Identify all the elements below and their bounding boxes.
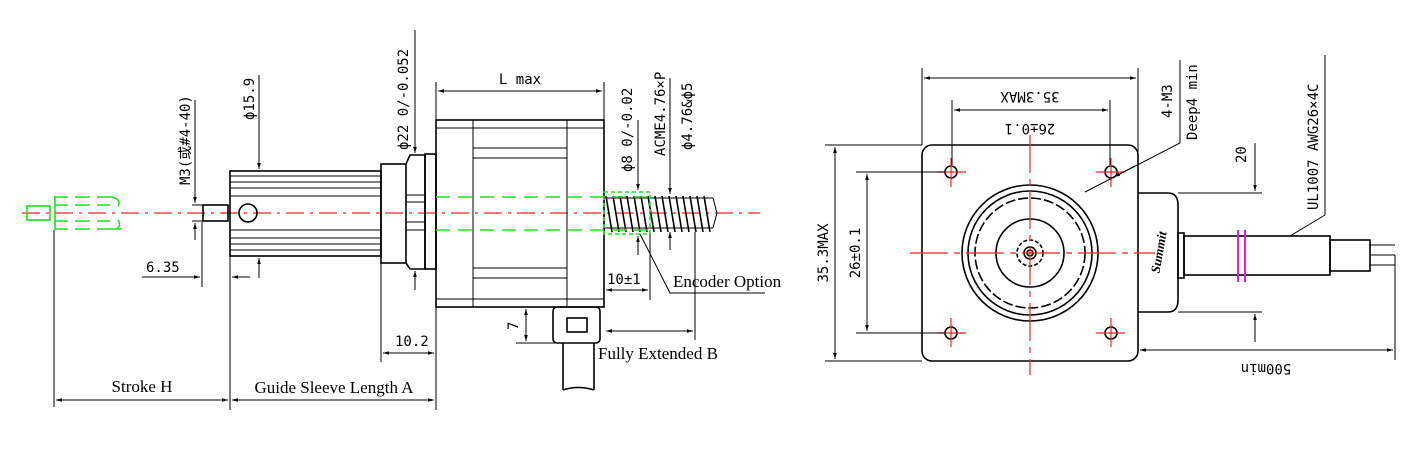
dimension-label: ϕ22 0/-0.052	[396, 49, 412, 150]
dimension-height-35-3: 35.3MAX	[816, 144, 922, 362]
encoder-option-ghost	[436, 191, 651, 235]
dimension-label: ACME4.76×P	[653, 72, 669, 156]
dimension-phi22: ϕ22 0/-0.052	[396, 30, 417, 290]
dimension-label: 10.2	[395, 334, 429, 350]
dimension-label: 6.35	[146, 260, 180, 276]
dimension-label: 35.3MAX	[816, 223, 832, 283]
dimension-hole-spacing-left: 26±0.1	[848, 171, 945, 334]
cable-connector: Summit	[1138, 192, 1395, 313]
dimension-label: 20	[1234, 146, 1250, 163]
lead-screw	[604, 195, 718, 233]
dimension-label: 500min	[1241, 360, 1292, 376]
dimension-l-max: L max	[435, 72, 605, 120]
dimension-label: 26±0.1	[1005, 120, 1056, 136]
dimension-label: 10±1	[607, 272, 641, 288]
brand-logo: Summit	[1148, 230, 1170, 274]
side-view: L max ϕ22 0/-0.052 ϕ15.9 M3(或#4-40) 6.35	[22, 30, 782, 410]
cable-spec-callout: UL1007 AWG26×4C	[1289, 55, 1326, 237]
callout-label: 4-M3	[1160, 84, 1176, 118]
front-centerlines	[910, 135, 1155, 375]
callout-label: Encoder Option	[673, 272, 782, 291]
dimension-label: 35.3MAX	[1000, 88, 1060, 104]
dimension-6-35: 6.35	[142, 222, 250, 410]
dimension-connector-20: 20	[1178, 143, 1262, 342]
dimension-label: 7	[506, 322, 522, 330]
dimension-label: ϕ4.76&ϕ5	[680, 83, 696, 150]
cable-braid	[1329, 239, 1371, 272]
dimension-7: 7	[506, 309, 556, 344]
dimension-label: L max	[499, 72, 541, 88]
dimension-acme-screw: ACME4.76×P ϕ4.76&ϕ5	[653, 72, 696, 250]
dimension-label: 26±0.1	[848, 228, 864, 279]
dimension-10-1: 10±1	[606, 232, 696, 340]
retracted-rod-ghost	[26, 196, 122, 230]
connector-and-cable	[552, 306, 601, 391]
dimension-fully-extended: Fully Extended B	[598, 329, 718, 363]
mounting-holes	[937, 158, 1125, 347]
cable-marker	[1237, 230, 1246, 282]
dimension-stroke-h: Stroke H	[53, 230, 228, 407]
dimension-guide-sleeve-length: Guide Sleeve Length A	[232, 378, 434, 402]
dimension-label: Fully Extended B	[598, 344, 718, 363]
dimension-label: M3(或#4-40)	[178, 95, 194, 185]
callout-label: Deep4 min	[1185, 64, 1201, 140]
dimension-label: Stroke H	[112, 377, 173, 396]
dimension-phi15-9: ϕ15.9	[242, 75, 261, 278]
dimension-label: ϕ8 0/-0.02	[620, 88, 636, 172]
callout-label: UL1007 AWG26×4C	[1306, 84, 1322, 210]
dimension-label: ϕ15.9	[242, 78, 258, 120]
dimension-m3-thread: M3(或#4-40)	[178, 95, 203, 240]
dimension-hole-spacing-top: 26±0.1	[951, 100, 1111, 165]
mounting-thread-callout: 4-M3 Deep4 min	[1084, 60, 1201, 193]
dimension-phi8: ϕ8 0/-0.02	[620, 88, 640, 255]
threaded-rod-end	[202, 204, 229, 222]
dimension-10-2: 10.2	[380, 263, 437, 410]
flange-collar	[380, 153, 437, 270]
dimension-width-35-3: 35.3MAX	[921, 68, 1139, 190]
dimension-label: Guide Sleeve Length A	[254, 378, 414, 397]
encoder-option-callout: Encoder Option	[639, 233, 782, 294]
dimension-cable-length: 500min	[1140, 255, 1396, 376]
front-view: Summit 35.3MAX 26±0.1 35.3MAX 26±0.1	[816, 55, 1396, 376]
